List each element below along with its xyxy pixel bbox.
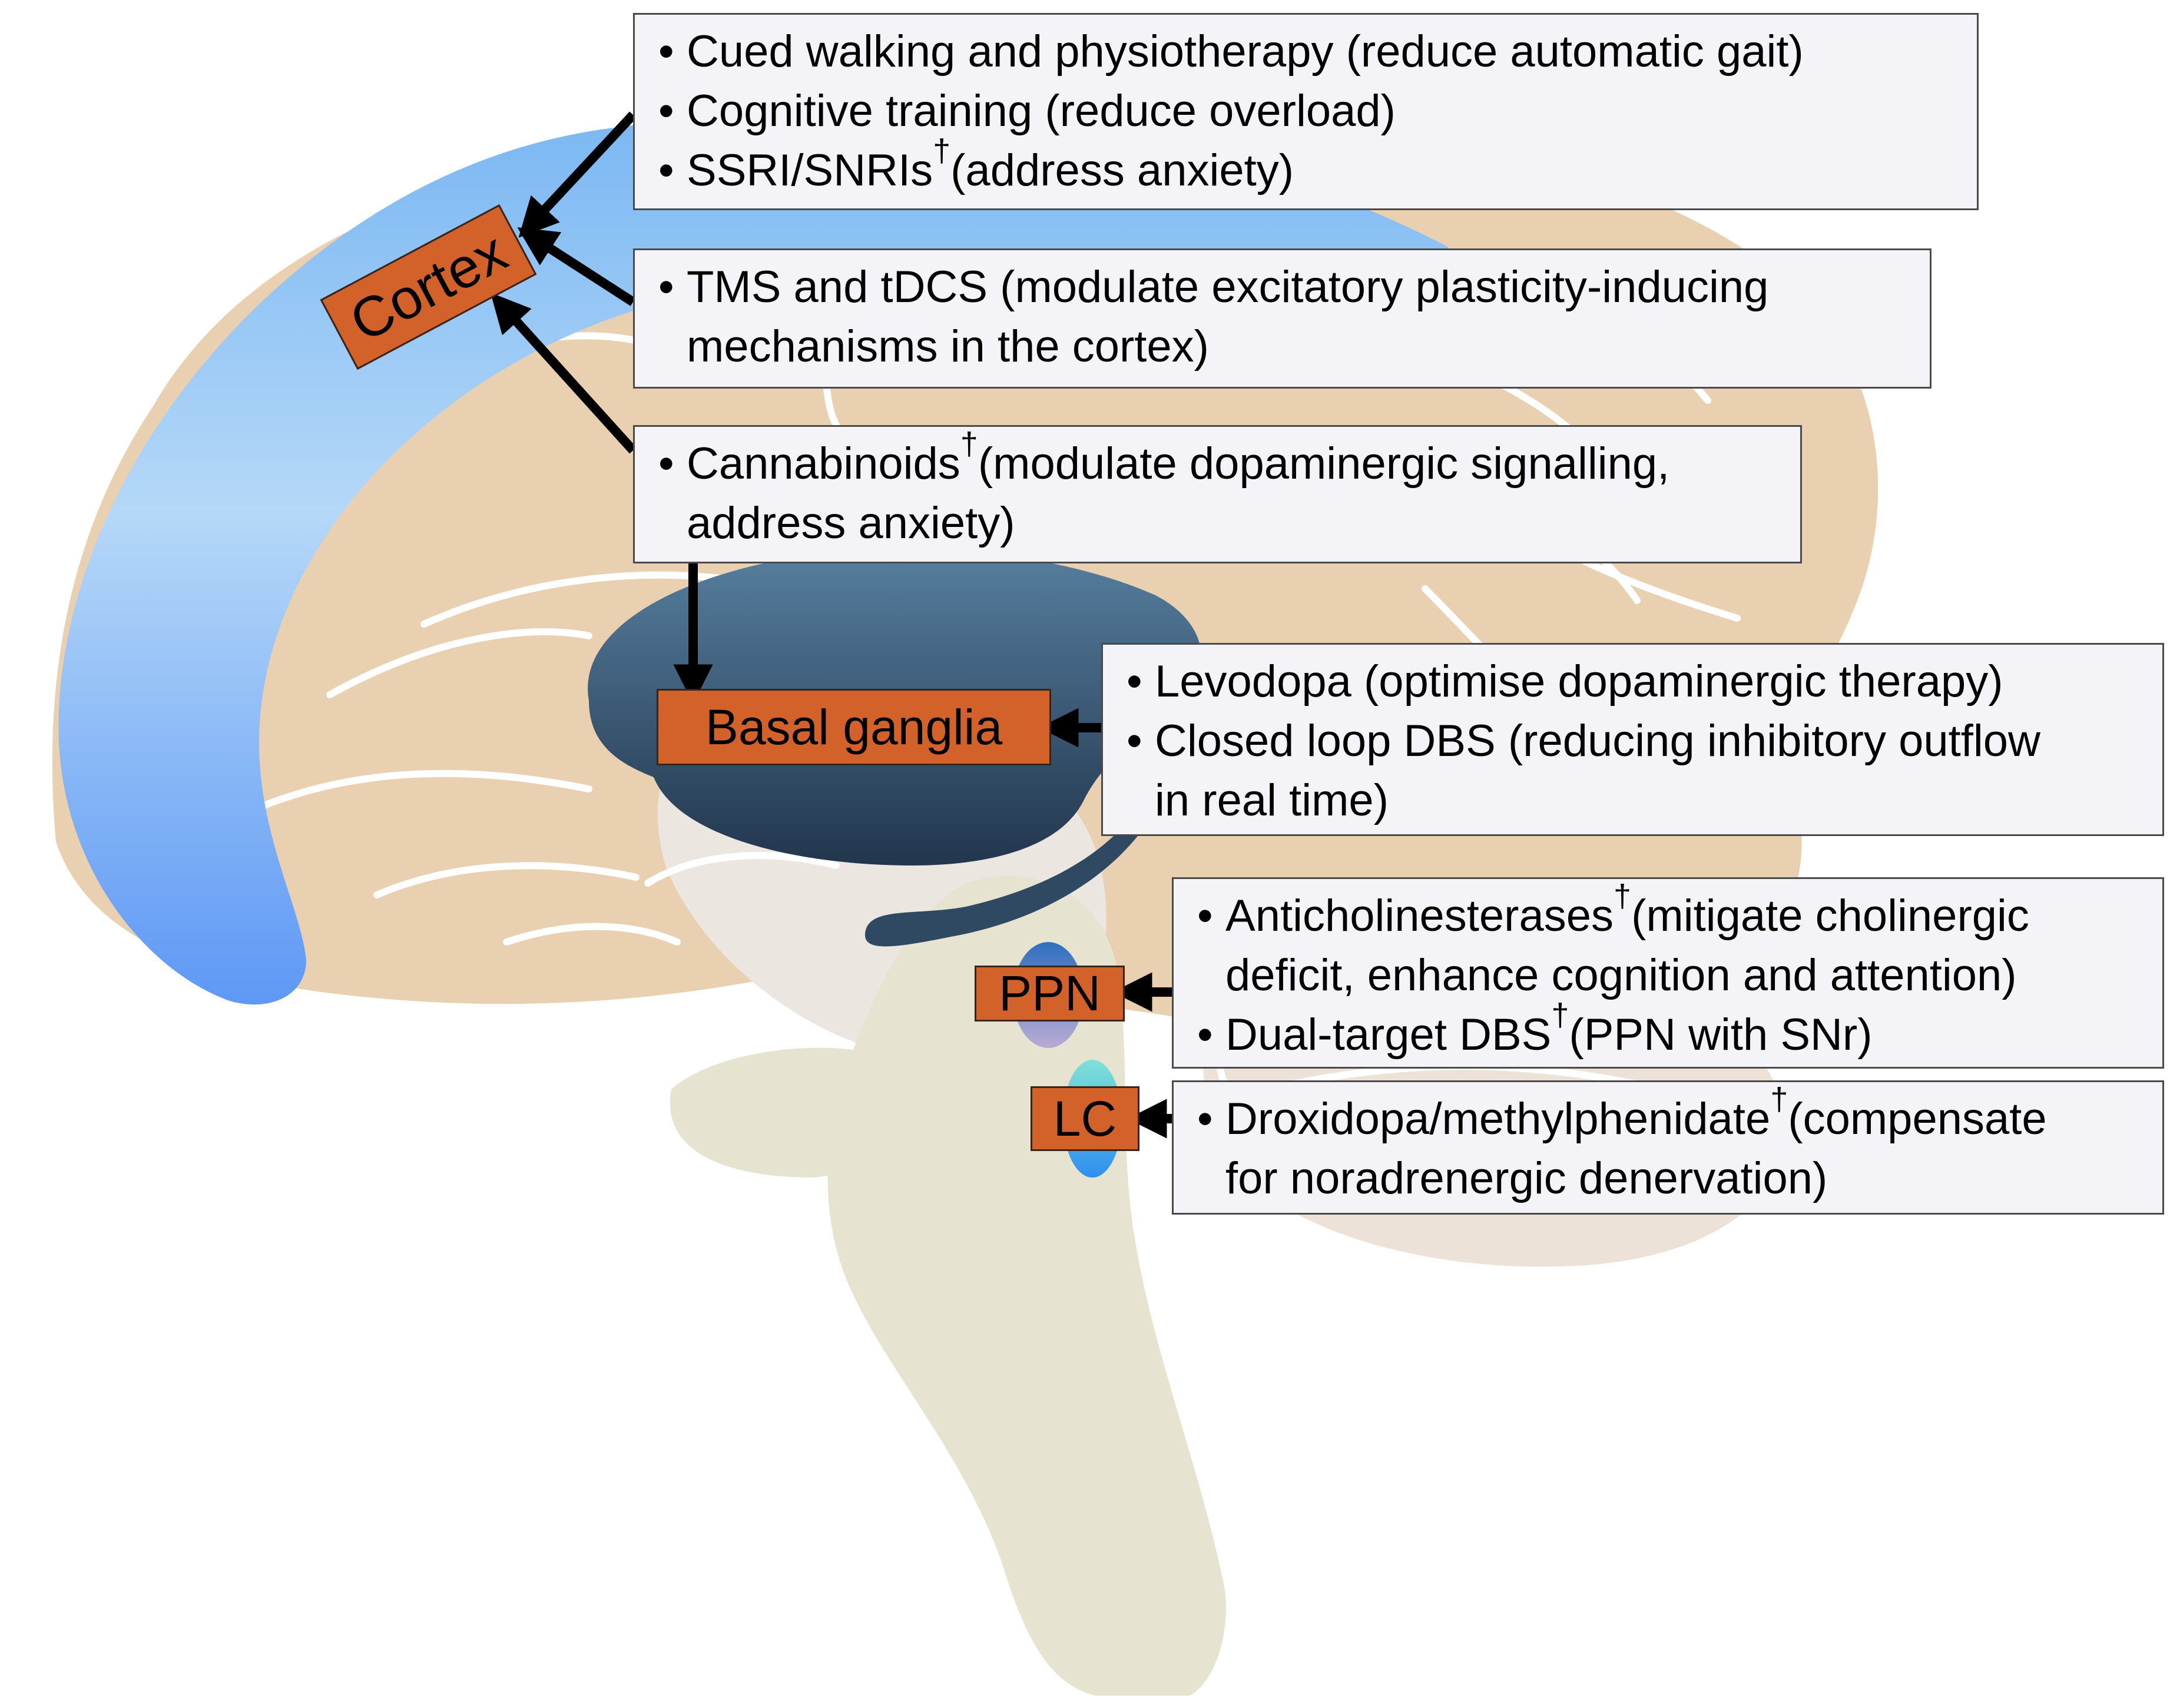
dagger-mark: †	[1770, 1082, 1788, 1117]
arrow-to-cortex-2	[517, 227, 636, 306]
list-item: • SSRI/SNRIs†(address anxiety)	[658, 133, 1294, 196]
caudate-tail	[864, 812, 1154, 947]
item-text: Anticholinesterases	[1225, 891, 1614, 941]
cannabinoids-box: • Cannabinoids†(modulate dopaminergic si…	[633, 425, 1802, 563]
ppn-therapies-box: • Anticholinesterases†(mitigate choliner…	[1172, 877, 2164, 1069]
list-item: • Dual-target DBS†(PPN with SNr)	[1197, 997, 1873, 1060]
item-text-rest: (mitigate cholinergic	[1631, 891, 2029, 941]
dagger-mark: †	[1551, 997, 1569, 1033]
dagger-mark: †	[933, 133, 951, 169]
item-text-rest: (compensate	[1788, 1094, 2047, 1144]
list-item: • Cognitive training (reduce overload)	[658, 81, 1963, 141]
dagger-mark: †	[1614, 878, 1632, 914]
item-text: Dual-target DBS	[1225, 1010, 1552, 1060]
ppn-label-text: PPN	[999, 966, 1101, 1021]
item-text: Cued walking and physiotherapy (reduce a…	[687, 26, 1804, 77]
pons-shape	[670, 1047, 903, 1178]
cortex-therapies-box: • Cued walking and physiotherapy (reduce…	[633, 13, 1979, 210]
list-item-continuation: in real time)	[1155, 775, 1389, 826]
basal-ganglia-therapies-box: • Levodopa (optimise dopaminergic therap…	[1101, 643, 2164, 836]
item-text: Cannabinoids	[687, 439, 960, 489]
item-text: Cognitive training (reduce overload)	[687, 86, 1396, 137]
lc-label-text: LC	[1053, 1090, 1117, 1146]
item-text: Closed loop DBS (reducing inhibitory out…	[1155, 716, 2040, 767]
arrows	[490, 111, 1172, 1139]
list-item: • Levodopa (optimise dopaminergic therap…	[1127, 652, 2148, 711]
item-text-rest: (modulate dopaminergic signalling,	[978, 439, 1670, 489]
list-item-continuation: mechanisms in the cortex)	[687, 321, 1209, 372]
dagger-mark: †	[960, 426, 978, 462]
item-text: TMS and tDCS (modulate excitatory plasti…	[687, 262, 1769, 312]
basal-ganglia-label-text: Basal ganglia	[705, 699, 1003, 755]
lc-therapies-box: • Droxidopa/methylphenidate†(compensate …	[1172, 1080, 2164, 1215]
cortex-stimulation-box: • TMS and tDCS (modulate excitatory plas…	[633, 248, 1932, 389]
list-item: • Closed loop DBS (reducing inhibitory o…	[1127, 711, 2148, 771]
item-text: Droxidopa/methylphenidate	[1225, 1094, 1771, 1144]
list-item: • Anticholinesterases†(mitigate choliner…	[1197, 878, 2029, 941]
list-item: • Cued walking and physiotherapy (reduce…	[658, 22, 1963, 81]
arrow-to-cortex-1	[518, 111, 637, 238]
lc-label: LC	[1031, 1086, 1139, 1151]
ppn-label: PPN	[975, 966, 1125, 1022]
list-item: • Droxidopa/methylphenidate†(compensate	[1197, 1082, 2047, 1144]
arrow-to-cortex-3	[490, 293, 637, 454]
item-text: Levodopa (optimise dopaminergic therapy)	[1155, 656, 2003, 707]
list-item-continuation: address anxiety)	[687, 498, 1015, 549]
list-item-continuation: for noradrenergic denervation)	[1225, 1153, 1828, 1204]
brainstem-shape	[827, 875, 1226, 1696]
item-text: SSRI/SNRIs	[687, 145, 933, 196]
list-item: • Cannabinoids†(modulate dopaminergic si…	[658, 426, 1670, 489]
list-item-continuation: deficit, enhance cognition and attention…	[1225, 950, 2017, 1001]
list-item: • TMS and tDCS (modulate excitatory plas…	[658, 257, 1916, 317]
item-text-rest: (address anxiety)	[950, 145, 1294, 196]
item-text-rest: (PPN with SNr)	[1569, 1010, 1873, 1060]
basal-ganglia-label: Basal ganglia	[657, 689, 1051, 765]
